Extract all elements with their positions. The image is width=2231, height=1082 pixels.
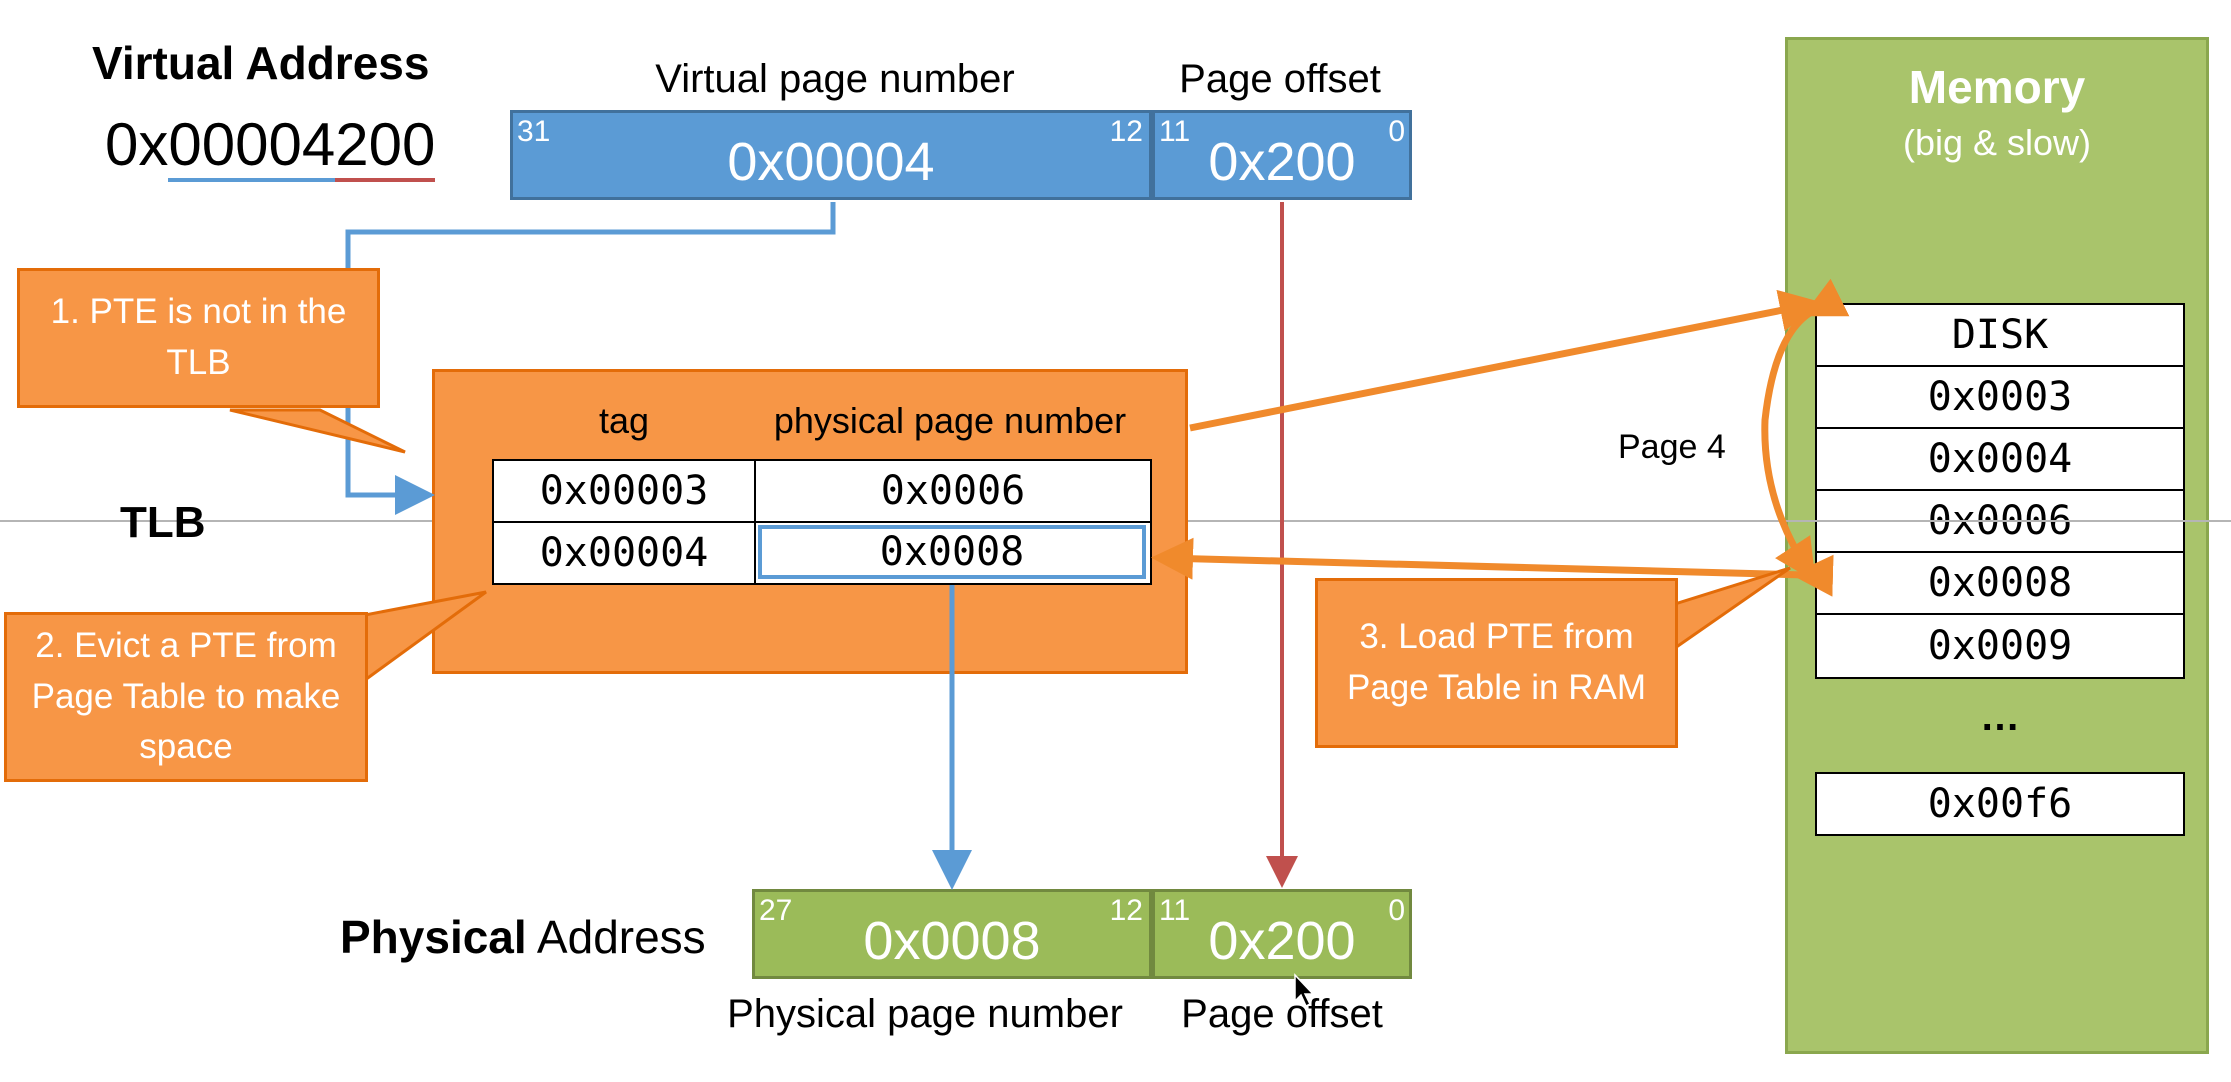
callout-step-3: 3. Load PTE from Page Table in RAM: [1315, 578, 1678, 748]
mouse-cursor-icon: [1294, 973, 1315, 1008]
va-offset-low-bit: 0: [1388, 115, 1405, 148]
callout-step-3-text: 3. Load PTE from Page Table in RAM: [1347, 617, 1646, 707]
memory-row: 0x0003: [1817, 367, 2183, 429]
vpn-header: Virtual page number: [655, 57, 1015, 101]
callout-step-2-text: 2. Evict a PTE from Page Table to make s…: [31, 625, 341, 767]
va-offset-value: 0x200: [1208, 132, 1356, 192]
pa-offset-value: 0x200: [1208, 911, 1356, 971]
callout-1-tail: [229, 408, 406, 454]
tlb-ppn-header: physical page number: [773, 400, 1127, 441]
pa-ppn-high-bit: 27: [759, 894, 793, 927]
memory-subtitle: (big & slow): [1902, 122, 2092, 163]
va-vpn-low-bit: 12: [1109, 115, 1143, 148]
pa-offset-footer: Page offset: [1181, 992, 1383, 1036]
va-offset-part: 200: [335, 111, 436, 182]
pa-ppn-field: 27 12 0x0008: [752, 889, 1152, 979]
va-vpn-value: 0x00004: [727, 132, 935, 192]
callout-step-1-text: 1. PTE is not in the TLB: [50, 292, 347, 382]
physical-address-title: Physical Address: [340, 910, 706, 964]
tlb-row-1-ppn: 0x0008: [758, 525, 1146, 579]
page-4-bracket: [1761, 278, 1850, 582]
va-vpn-field: 31 12 0x00004: [510, 110, 1152, 200]
tlb-label: TLB: [120, 498, 206, 547]
memory-row: DISK: [1817, 305, 2183, 367]
pa-title-rest: Address: [526, 911, 706, 963]
pa-ppn-value: 0x0008: [863, 911, 1041, 971]
callout-2-tail: [363, 590, 487, 683]
callout-3-tail: [1673, 566, 1791, 651]
memory-ellipsis: …: [1980, 695, 2020, 739]
va-vpn-part: 00004: [168, 111, 336, 182]
virtual-address-title: Virtual Address: [92, 37, 430, 89]
tlb-row-0-ppn: 0x0006: [756, 461, 1150, 523]
pa-ppn-low-bit: 12: [1109, 894, 1143, 927]
pa-offset-high-bit: 11: [1159, 894, 1191, 927]
offset-header: Page offset: [1179, 57, 1381, 101]
memory-title: Memory: [1908, 61, 2086, 113]
va-vpn-high-bit: 31: [517, 115, 551, 148]
pa-title-bold: Physical: [340, 911, 527, 963]
va-offset-high-bit: 11: [1159, 115, 1191, 148]
tlb-to-disk-arrow: [1189, 289, 1822, 432]
memory-table: DISK 0x0003 0x0004 0x0006 0x0008 0x0009: [1815, 303, 2185, 679]
pa-offset-field: 11 0 0x200: [1152, 889, 1412, 979]
callout-step-1: 1. PTE is not in the TLB: [17, 268, 380, 408]
memory-row: 0x0009: [1927, 623, 2073, 669]
pa-ppn-footer: Physical page number: [727, 992, 1123, 1036]
va-prefix: 0x: [105, 111, 169, 178]
tlb-row-1-tag: 0x00004: [494, 523, 756, 583]
memory-row-last: 0x00f6: [1815, 772, 2185, 836]
vpn-to-tlb-arrow: [345, 202, 836, 515]
virtual-address-value: 0x00004200: [105, 110, 436, 182]
va-offset-field: 11 0 0x200: [1152, 110, 1412, 200]
pa-offset-low-bit: 0: [1388, 894, 1405, 927]
memory-tlb-load-arrow: [1151, 537, 1834, 597]
page-4-label: Page 4: [1618, 428, 1726, 466]
tlb-row-0-tag: 0x00003: [494, 461, 756, 523]
callout-step-2: 2. Evict a PTE from Page Table to make s…: [4, 612, 368, 782]
tlb-tag-header: tag: [598, 400, 650, 441]
memory-row: 0x0004: [1817, 429, 2183, 491]
tlb-table: 0x00003 0x0006 0x00004 0x0008: [492, 459, 1152, 585]
memory-row: 0x0008: [1817, 553, 2183, 615]
